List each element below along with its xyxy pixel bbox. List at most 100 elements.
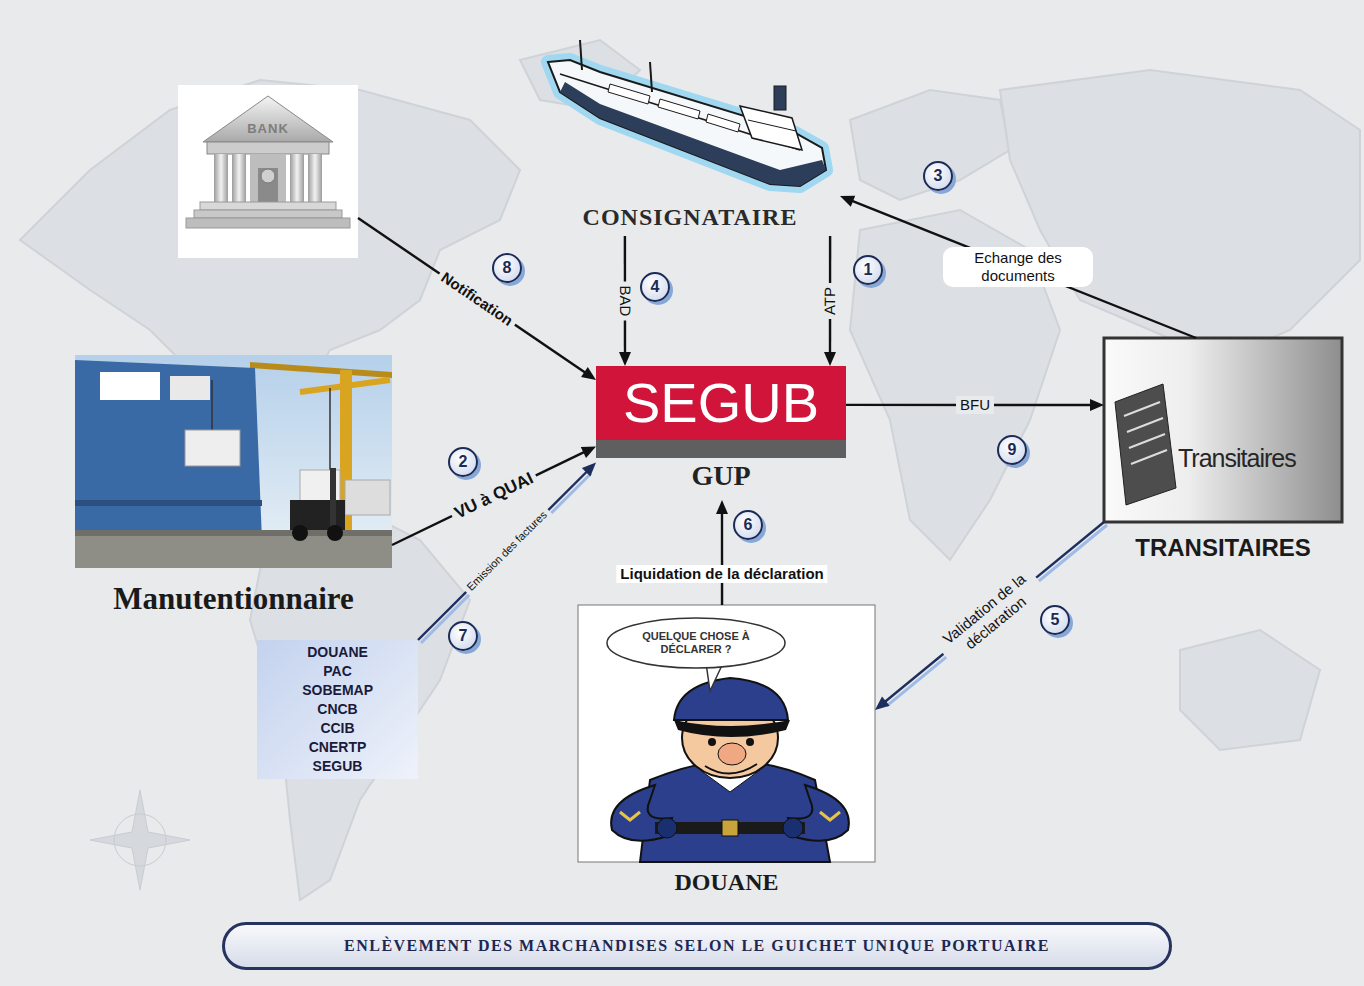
callout-number: 8 bbox=[492, 253, 522, 283]
edge-label: BFU bbox=[956, 396, 994, 414]
tanker-ship bbox=[548, 60, 826, 186]
callout-number: 9 bbox=[997, 435, 1027, 465]
edge-label: BAD bbox=[616, 282, 634, 321]
connector-line bbox=[358, 218, 587, 374]
port-photo bbox=[75, 500, 262, 506]
connector-line bbox=[850, 200, 1196, 338]
callout-number: 1 bbox=[853, 255, 883, 285]
tanker-ship bbox=[650, 62, 652, 92]
port-photo bbox=[329, 388, 331, 470]
customs-officer-cartoon bbox=[705, 764, 757, 774]
title-text: ENLÈVEMENT DES MARCHANDISES SELON LE GUI… bbox=[344, 937, 1050, 955]
port-photo bbox=[75, 530, 392, 536]
bank-building bbox=[290, 154, 304, 202]
callout-number: 3 bbox=[923, 161, 953, 191]
world-map bbox=[1000, 70, 1360, 360]
bank-building bbox=[261, 169, 275, 183]
edge-label: ATP bbox=[821, 283, 839, 319]
customs-officer-cartoon bbox=[578, 605, 875, 862]
bank-building bbox=[178, 85, 358, 258]
forwarders-box: TransitairesTRANSITAIRES bbox=[1104, 338, 1342, 566]
tanker-ship bbox=[774, 86, 786, 110]
bank-building bbox=[186, 218, 350, 228]
tanker-ship bbox=[740, 106, 802, 150]
invoicing-bodies-box: DOUANE PAC SOBEMAP CNCB CCIB CNERTP SEGU… bbox=[257, 640, 418, 779]
bodies-list: DOUANE PAC SOBEMAP CNCB CCIB CNERTP SEGU… bbox=[302, 643, 373, 776]
world-map bbox=[20, 40, 1360, 900]
bank-building bbox=[178, 85, 358, 258]
bubble-text: QUELQUE CHOSE À DÉCLARER ? bbox=[626, 630, 766, 656]
tanker-ship bbox=[548, 60, 826, 186]
forwarders-picture bbox=[1115, 384, 1176, 505]
forwarders-picture bbox=[1104, 338, 1342, 522]
speech-bubble-tail-join bbox=[706, 657, 723, 666]
customs-officer-cartoon bbox=[722, 820, 738, 836]
port-photo bbox=[330, 468, 336, 530]
tanker-ship bbox=[580, 40, 582, 70]
callout-number: 6 bbox=[733, 510, 763, 540]
customs-officer-cartoon bbox=[746, 738, 754, 746]
arrow-head bbox=[875, 696, 890, 710]
customs-officer-cartoon bbox=[718, 743, 746, 765]
world-map bbox=[850, 90, 1010, 200]
port-photo bbox=[185, 430, 240, 466]
forwarders-picture bbox=[1129, 434, 1165, 448]
picture-title: Transitaires bbox=[1178, 444, 1338, 473]
forwarders-picture bbox=[1104, 338, 1342, 522]
compass-rose bbox=[90, 790, 190, 890]
arrow-head bbox=[581, 367, 596, 380]
customs-officer-cartoon bbox=[578, 605, 875, 862]
node-caption: TRANSITAIRES bbox=[1104, 534, 1342, 562]
node-caption: DOUANE bbox=[578, 869, 875, 896]
compass-rose bbox=[114, 814, 166, 866]
segub-grey-strip bbox=[596, 440, 846, 458]
compass-rose bbox=[90, 790, 190, 890]
speech-bubble: QUELQUE CHOSE À DÉCLARER ? bbox=[606, 617, 786, 669]
connector-halo bbox=[887, 525, 1107, 706]
tanker-ship bbox=[658, 99, 700, 119]
connector bbox=[875, 522, 1107, 710]
customs-officer-cartoon bbox=[708, 738, 716, 746]
bank-building bbox=[194, 210, 342, 218]
node-caption: Manutentionnaire bbox=[75, 581, 392, 617]
port-photo bbox=[170, 376, 210, 400]
bank-building bbox=[200, 202, 336, 210]
bank-building bbox=[232, 154, 246, 202]
bank-building bbox=[250, 154, 286, 202]
connector bbox=[358, 218, 596, 380]
port-photo bbox=[211, 380, 213, 430]
arrow-head bbox=[1090, 399, 1104, 411]
connector bbox=[392, 446, 596, 545]
port-photo bbox=[75, 536, 392, 568]
bank-sign: BANK bbox=[218, 121, 318, 136]
connector bbox=[716, 500, 728, 605]
connector-line bbox=[884, 522, 1104, 703]
port-photo bbox=[100, 372, 160, 400]
tanker-ship bbox=[706, 114, 740, 132]
tanker-ship bbox=[748, 120, 796, 131]
node-caption: GUP bbox=[596, 460, 846, 492]
edge-label: Echange des documents bbox=[943, 247, 1093, 287]
callout-number: 2 bbox=[448, 447, 478, 477]
arrow-head bbox=[840, 196, 855, 207]
port-photo bbox=[327, 525, 343, 541]
bank-building bbox=[258, 168, 278, 202]
customs-officer-cartoon bbox=[820, 812, 840, 820]
port-photo bbox=[75, 355, 392, 568]
bank-building bbox=[207, 142, 329, 154]
forwarders-picture bbox=[1131, 450, 1167, 464]
connector bbox=[418, 462, 596, 643]
node-caption: CONSIGNATAIRE bbox=[540, 204, 840, 231]
port-photo bbox=[250, 362, 392, 378]
speech-bubble-body bbox=[607, 618, 785, 668]
callout-number: 5 bbox=[1040, 605, 1070, 635]
customs-officer-cartoon bbox=[674, 720, 790, 737]
edge-label: Validation de la déclaration bbox=[932, 564, 1048, 668]
arrow-head bbox=[619, 352, 631, 366]
bank-building bbox=[203, 96, 333, 142]
customs-officer-cartoon bbox=[620, 812, 640, 820]
arrow-head bbox=[716, 500, 728, 514]
